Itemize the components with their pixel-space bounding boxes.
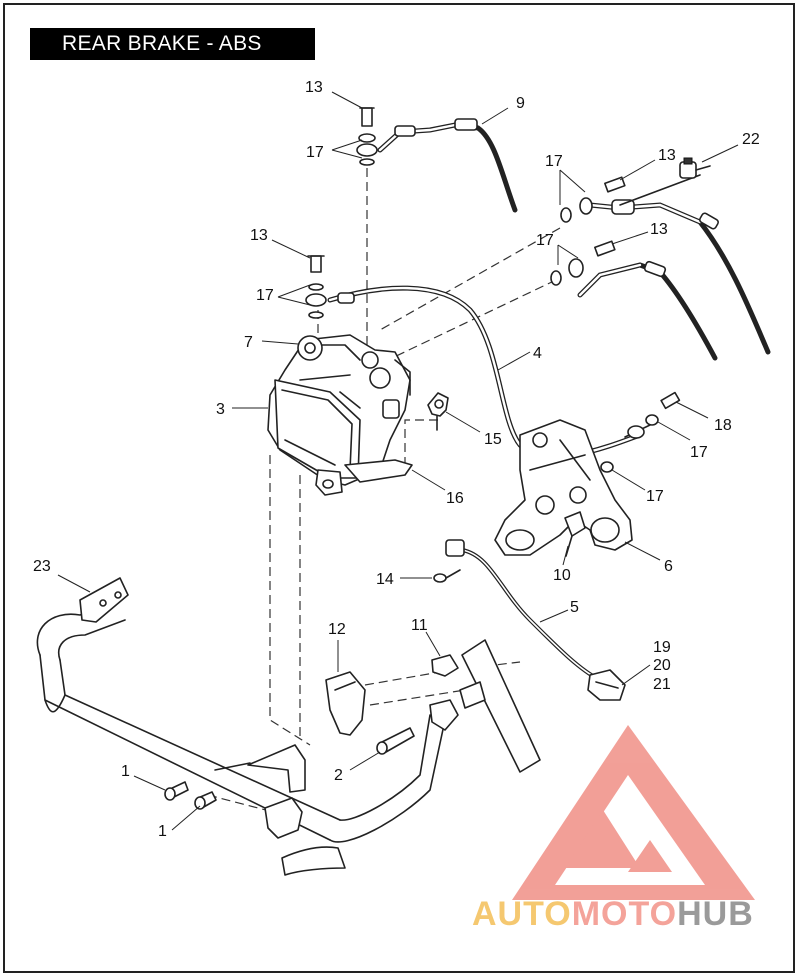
callout-17: 17	[256, 287, 274, 304]
callout-16: 16	[446, 490, 464, 507]
callout-17: 17	[646, 488, 664, 505]
brake-line-right-lower	[550, 240, 718, 361]
watermark-auto: AUTO	[472, 895, 572, 933]
callout-19: 19	[653, 639, 671, 656]
callout-21: 21	[653, 676, 671, 693]
wheel-speed-sensor-10	[564, 511, 586, 557]
diagram-title: REAR BRAKE - ABS	[30, 28, 315, 60]
sensor-harness-5	[445, 539, 626, 701]
callout-18: 18	[714, 417, 732, 434]
bleeder-18	[600, 391, 681, 473]
bolt-1-upper	[164, 781, 189, 801]
mounting-bracket-23	[36, 577, 459, 876]
watermark-hub: HUB	[677, 895, 754, 933]
clip-11	[431, 654, 459, 677]
callout-3: 3	[216, 401, 225, 418]
callout-22: 22	[742, 131, 760, 148]
screw-14	[433, 569, 461, 583]
leader-lines	[57, 91, 739, 831]
callout-11: 11	[411, 617, 428, 634]
callout-13: 13	[305, 79, 323, 96]
callout-12: 12	[328, 621, 346, 638]
banjo-bolt-13-top	[356, 107, 378, 166]
callout-7: 7	[244, 334, 253, 351]
abs-sensor-22	[679, 157, 711, 179]
callout-15: 15	[484, 431, 502, 448]
callout-labels: 13 9 17 17 13 22 13 17 13 17 7 4 3 15 18…	[33, 79, 760, 840]
brake-caliper-6	[494, 419, 633, 556]
mounting-bracket-16	[315, 459, 413, 496]
clip-12	[325, 671, 366, 736]
brake-line-9	[377, 118, 518, 213]
callout-1: 1	[121, 763, 130, 780]
callout-10: 10	[553, 567, 571, 584]
callout-23: 23	[33, 558, 51, 575]
callout-17: 17	[545, 153, 563, 170]
callout-4: 4	[533, 345, 542, 362]
abs-module-3	[267, 334, 411, 486]
callout-20: 20	[653, 657, 671, 674]
brake-line-right-upper	[560, 174, 771, 355]
callout-1: 1	[158, 823, 167, 840]
watermark-logo	[512, 725, 755, 900]
bolt-1-lower	[194, 791, 217, 810]
clip-15	[427, 392, 449, 431]
callout-2: 2	[334, 767, 343, 784]
callout-13: 13	[658, 147, 676, 164]
callout-5: 5	[570, 599, 579, 616]
callout-9: 9	[516, 95, 525, 112]
callout-17: 17	[690, 444, 708, 461]
diagram-frame	[3, 3, 795, 973]
callout-14: 14	[376, 571, 394, 588]
screw-2	[376, 727, 415, 755]
frame-tube	[459, 639, 541, 773]
callout-6: 6	[664, 558, 673, 575]
callout-13: 13	[250, 227, 268, 244]
watermark-text: AUTOMOTOHUB	[472, 895, 754, 934]
watermark-moto: MOTO	[571, 895, 678, 933]
banjo-bolt-13-module	[305, 255, 327, 319]
callout-13: 13	[650, 221, 668, 238]
callout-17: 17	[306, 144, 324, 161]
callout-17: 17	[536, 232, 554, 249]
